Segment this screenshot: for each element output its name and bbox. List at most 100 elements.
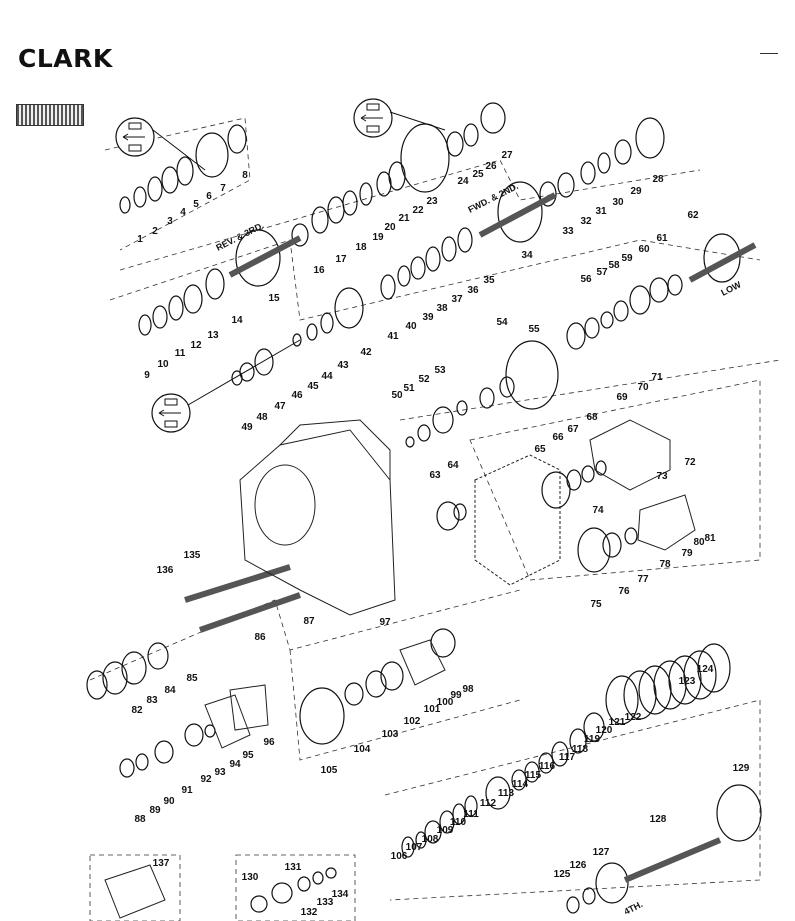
part-number-42: 42: [360, 347, 372, 358]
section-outline: [109, 239, 761, 321]
part-number-22: 22: [412, 205, 424, 216]
part-ring: [320, 312, 334, 334]
part-ring: [400, 123, 450, 193]
part-number-91: 91: [181, 785, 193, 796]
part-number-10: 10: [157, 359, 169, 370]
part-ring: [453, 503, 467, 521]
part-number-95: 95: [242, 750, 254, 761]
part-number-88: 88: [134, 814, 146, 825]
part-number-93: 93: [214, 767, 226, 778]
part-number-4: 4: [180, 207, 186, 218]
inset-arrow-icon: [158, 409, 181, 417]
part-number-59: 59: [621, 253, 633, 264]
part-number-114: 114: [512, 779, 529, 790]
part-number-52: 52: [418, 374, 430, 385]
section-outline: [399, 359, 781, 421]
part-number-6: 6: [206, 191, 212, 202]
part-ring: [121, 651, 147, 685]
group-label-fourth: 4TH.: [622, 899, 644, 917]
part-ring: [457, 227, 473, 253]
part-number-25: 25: [472, 169, 484, 180]
part-ring: [334, 287, 364, 329]
part-ring: [365, 670, 387, 698]
part-number-27: 27: [501, 150, 513, 161]
part-number-86: 86: [254, 632, 266, 643]
part-number-123: 123: [679, 676, 696, 687]
part-number-96: 96: [263, 737, 275, 748]
inset-race-top: [128, 122, 142, 130]
inset-leader: [389, 111, 446, 131]
part-ring: [566, 896, 580, 914]
part-ring: [359, 182, 373, 206]
part-number-105: 105: [321, 765, 338, 776]
part-number-46: 46: [291, 390, 303, 401]
part-number-124: 124: [697, 664, 714, 675]
part-ring: [499, 376, 515, 398]
part-number-65: 65: [534, 444, 546, 455]
part-ring: [325, 867, 337, 879]
part-ring: [306, 323, 318, 341]
part-number-7: 7: [220, 183, 226, 194]
bearing-inset-icon: [115, 117, 155, 157]
gasket-69: [589, 419, 671, 491]
part-ring: [254, 348, 274, 376]
group-label-rev_3rd: REV. & 3RD.: [214, 220, 265, 253]
header-dash: [760, 53, 778, 54]
part-ring: [480, 102, 506, 134]
part-number-74: 74: [592, 505, 604, 516]
group-label-fwd_2nd: FWD. & 2ND.: [466, 181, 520, 215]
shaft: [478, 192, 557, 238]
part-number-55: 55: [528, 324, 540, 335]
part-ring: [541, 471, 571, 509]
part-number-5: 5: [193, 199, 199, 210]
part-ring: [635, 117, 665, 159]
part-number-43: 43: [337, 360, 349, 371]
part-number-68: 68: [586, 412, 598, 423]
part-number-76: 76: [618, 586, 630, 597]
part-number-61: 61: [656, 233, 668, 244]
part-number-26: 26: [485, 161, 497, 172]
part-ring: [312, 871, 324, 885]
part-ring: [649, 277, 669, 303]
part-ring: [102, 661, 128, 695]
cover-plate: [474, 454, 561, 586]
part-number-34: 34: [521, 250, 533, 261]
part-number-115: 115: [525, 770, 542, 781]
part-ring: [614, 139, 632, 165]
part-number-85: 85: [186, 673, 198, 684]
part-ring: [147, 642, 169, 670]
part-ring: [161, 166, 179, 194]
part-ring: [380, 274, 396, 300]
shaft: [184, 564, 291, 603]
part-ring: [569, 728, 587, 754]
part-number-51: 51: [403, 383, 415, 394]
part-ring: [668, 655, 702, 705]
section-outline: [89, 589, 521, 681]
part-ring: [703, 233, 741, 283]
part-ring: [168, 295, 184, 321]
part-ring: [551, 741, 569, 767]
part-number-133: 133: [317, 897, 334, 908]
part-number-72: 72: [684, 457, 696, 468]
part-number-129: 129: [733, 763, 750, 774]
inset-race-top: [164, 398, 178, 406]
part-number-37: 37: [451, 294, 463, 305]
section-outline: [469, 379, 761, 581]
part-ring: [133, 186, 147, 208]
part-ring: [485, 776, 511, 810]
part-number-131: 131: [285, 862, 302, 873]
part-number-82: 82: [131, 705, 143, 716]
part-number-18: 18: [355, 242, 367, 253]
part-ring: [152, 305, 168, 329]
part-ring: [380, 661, 404, 691]
part-number-117: 117: [559, 752, 576, 763]
part-ring: [600, 311, 614, 329]
part-number-90: 90: [163, 796, 175, 807]
part-number-100: 100: [437, 697, 454, 708]
shaft: [199, 592, 301, 633]
part-ring: [577, 527, 611, 573]
part-number-107: 107: [406, 842, 423, 853]
part-number-80: 80: [693, 537, 705, 548]
part-number-50: 50: [391, 390, 403, 401]
